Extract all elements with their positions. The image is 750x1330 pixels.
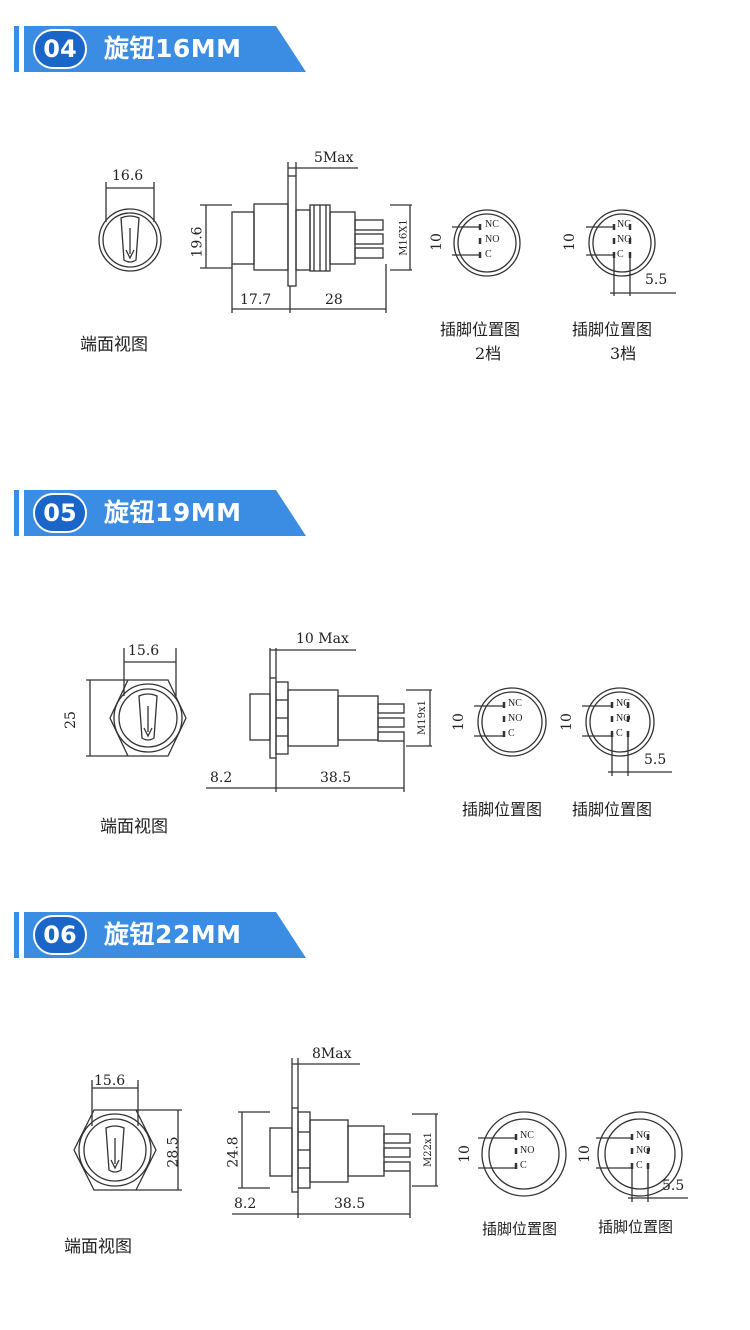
section-banner: 05 旋钮19MM [14, 490, 306, 538]
pin-diagram-2pos [478, 1111, 567, 1197]
section-banner: 04 旋钮16MM [14, 26, 306, 74]
pin-nc-label: NC [616, 698, 630, 709]
end-view-drawing [73, 1080, 182, 1191]
end-view-height-dim: 28.5 [165, 1136, 182, 1168]
thread-spec-label: M19x1 [416, 700, 428, 735]
pin-3pos-dim: 10 [576, 1145, 593, 1163]
pin-c-label: C [485, 249, 492, 260]
pin-c-label: C [520, 1160, 527, 1171]
section-number-badge: 05 [43, 499, 77, 527]
side-view-front-dim: 17.7 [240, 292, 272, 308]
pin-diagram-2pos [474, 687, 547, 757]
pin-no-label: NO [617, 234, 632, 245]
end-view-width-dim: 15.6 [128, 643, 160, 659]
pin-3pos-caption: 插脚位置图 [572, 320, 653, 339]
side-view-body-dim: 38.5 [320, 770, 352, 786]
drawing-16mm [98, 162, 676, 313]
side-view-depth-dim: 8Max [312, 1046, 352, 1062]
side-view-drawing [232, 1058, 438, 1218]
end-view-caption: 端面视图 [100, 817, 168, 837]
banner-shape [14, 912, 306, 958]
end-view-caption: 端面视图 [80, 335, 148, 355]
end-view-caption: 端面视图 [64, 1237, 132, 1257]
thread-spec-label: M16X1 [398, 219, 410, 256]
pin-3pos-dim: 10 [558, 713, 575, 731]
side-view-front-dim: 8.2 [210, 770, 233, 786]
side-view-depth-dim: 10 Max [296, 631, 349, 647]
section-number-badge: 04 [43, 35, 77, 63]
banner-shape [14, 26, 306, 72]
pin-2pos-caption-positions: 2档 [475, 344, 502, 363]
banner-shape [14, 490, 306, 536]
pin-2pos-dim: 10 [428, 233, 445, 251]
pin-3pos-pitch-dim: 5.5 [662, 1178, 685, 1194]
section-16mm: 04 旋钮16MM [0, 0, 750, 400]
pin-no-label: NO [485, 234, 500, 245]
pin-diagram-3pos [596, 1111, 688, 1202]
end-view-height-dim: 25 [62, 711, 79, 729]
drawing-22mm [73, 1058, 688, 1218]
thread-spec-label: M22x1 [422, 1132, 434, 1167]
pin-c-label: C [616, 728, 623, 739]
pin-2pos-caption: 插脚位置图 [462, 800, 543, 819]
pin-no-label: NO [508, 713, 523, 724]
pin-nc-label: NC [485, 219, 499, 230]
pin-2pos-caption: 插脚位置图 [440, 320, 521, 339]
pin-2pos-dim: 10 [456, 1145, 473, 1163]
side-view-drawing [206, 648, 432, 792]
side-view-height-dim: 19.6 [189, 226, 206, 258]
section-19mm: 05 旋钮19MM [0, 400, 750, 837]
end-view-drawing [98, 182, 162, 272]
pin-nc-label: NC [508, 698, 522, 709]
side-view-front-dim: 8.2 [234, 1196, 257, 1212]
drawing-19mm [86, 648, 672, 792]
pin-3pos-caption-positions: 3档 [610, 344, 637, 363]
side-view-body-dim: 38.5 [334, 1196, 366, 1212]
end-view-width-dim: 15.6 [94, 1073, 126, 1089]
pin-c-label: C [617, 249, 624, 260]
section-title: 旋钮22MM [104, 920, 242, 949]
pin-3pos-caption: 插脚位置图 [598, 1218, 674, 1236]
section-22mm: 06 旋钮22MM [0, 830, 750, 1330]
pin-nc-label: NC [520, 1130, 534, 1141]
pin-nc-label: NC [636, 1130, 650, 1141]
pin-no-label: NO [616, 713, 631, 724]
pin-3pos-dim: 10 [561, 233, 578, 251]
section-banner: 06 旋钮22MM [14, 912, 306, 960]
pin-c-label: C [636, 1160, 643, 1171]
pin-2pos-caption: 插脚位置图 [482, 1220, 558, 1238]
pin-2pos-dim: 10 [450, 713, 467, 731]
pin-diagram-2pos [452, 209, 521, 277]
end-view-width-dim: 16.6 [112, 168, 144, 184]
section-number-badge: 06 [43, 921, 77, 949]
pin-diagram-3pos [582, 687, 672, 776]
side-view-depth-dim: 5Max [314, 150, 354, 166]
section-title: 旋钮16MM [104, 34, 242, 63]
end-view-drawing [86, 648, 187, 757]
side-view-height-dim: 24.8 [225, 1136, 242, 1168]
pin-3pos-caption: 插脚位置图 [572, 800, 653, 819]
pin-no-label: NO [520, 1145, 535, 1156]
side-view-body-dim: 28 [325, 292, 343, 308]
pin-3pos-pitch-dim: 5.5 [645, 272, 668, 288]
pin-diagram-3pos [586, 209, 676, 296]
pin-3pos-pitch-dim: 5.5 [644, 752, 667, 768]
pin-nc-label: NC [617, 219, 631, 230]
section-title: 旋钮19MM [104, 498, 242, 527]
pin-c-label: C [508, 728, 515, 739]
pin-no-label: NO [636, 1145, 651, 1156]
side-view-drawing [200, 162, 412, 313]
